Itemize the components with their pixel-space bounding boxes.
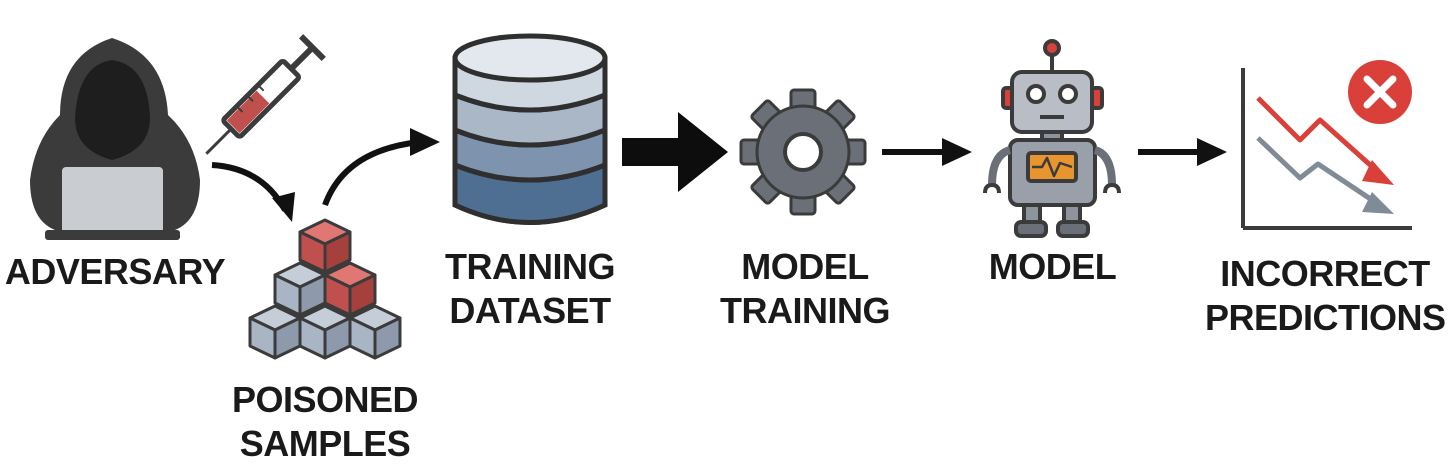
arrow-training-to-model — [882, 138, 972, 166]
poisoned-samples-line1: POISONED — [231, 379, 419, 420]
poisoned-samples-line2: SAMPLES — [239, 423, 411, 464]
training-dataset-label: TRAINING DATASET — [420, 245, 640, 333]
model-training-line1: MODEL — [741, 246, 869, 287]
arrow-samples-to-dataset — [322, 128, 440, 207]
error-x-icon — [1348, 60, 1412, 124]
arrow-model-to-predictions — [1138, 138, 1227, 166]
model-training-label: MODEL TRAINING — [695, 245, 915, 333]
cube-stack-icon — [248, 218, 402, 360]
declining-chart-icon — [1241, 68, 1412, 230]
adversary-label: ADVERSARY — [0, 250, 230, 294]
poisoned-samples-label: POISONED SAMPLES — [205, 378, 445, 466]
hooded-hacker-icon — [30, 38, 200, 240]
robot-icon — [983, 39, 1121, 238]
model-training-line2: TRAINING — [720, 290, 891, 331]
incorrect-predictions-line1: INCORRECT — [1220, 253, 1430, 294]
arrow-adversary-to-samples — [211, 162, 295, 222]
adversary-label-text: ADVERSARY — [4, 251, 226, 292]
syringe-icon — [205, 34, 326, 155]
arrow-dataset-to-training — [622, 112, 728, 192]
training-dataset-line1: TRAINING — [445, 246, 616, 287]
training-dataset-line2: DATASET — [449, 290, 611, 331]
model-label-text: MODEL — [988, 246, 1117, 287]
database-icon — [452, 33, 608, 225]
incorrect-predictions-label: INCORRECT PREDICTIONS — [1205, 252, 1446, 340]
incorrect-predictions-line2: PREDICTIONS — [1205, 297, 1446, 338]
model-label: MODEL — [950, 245, 1155, 289]
gear-icon — [739, 88, 867, 216]
